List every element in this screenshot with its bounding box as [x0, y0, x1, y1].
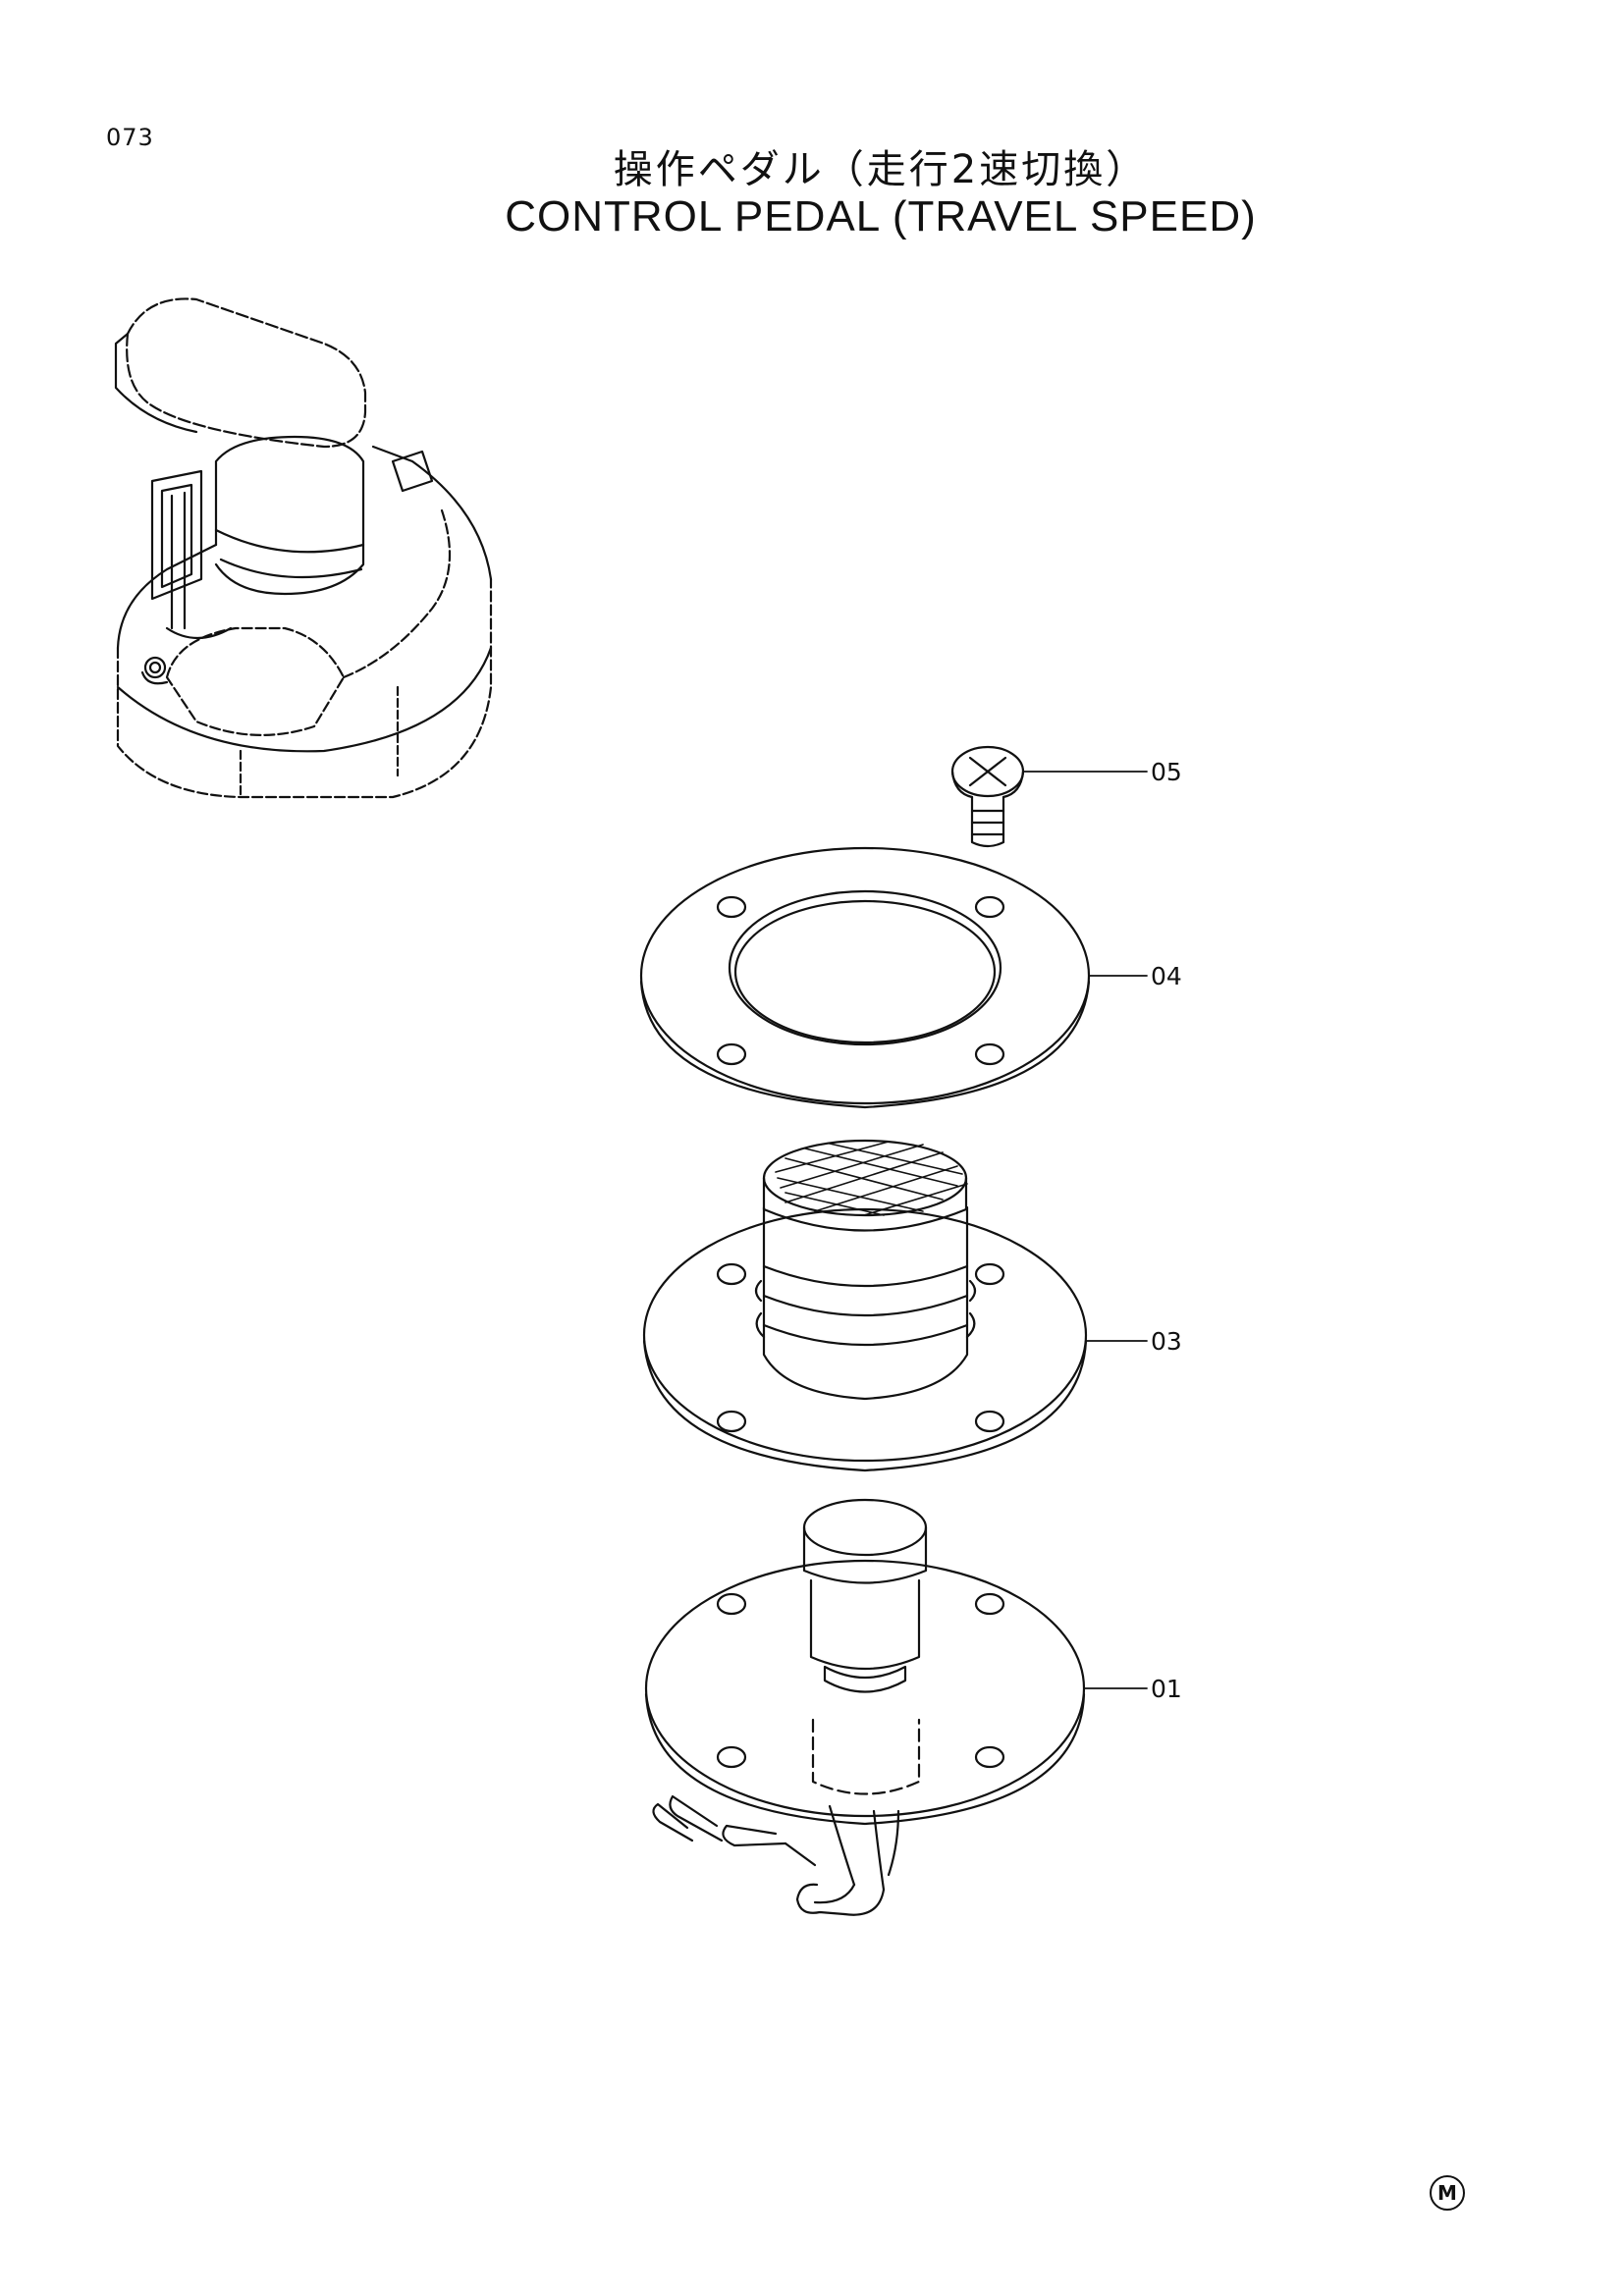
callout-01: 01: [1151, 1675, 1182, 1703]
title-japanese: 操作ペダル（走行2速切換）: [613, 147, 1149, 192]
part-03-boot: [642, 1139, 1088, 1472]
part-05-bolt: [950, 745, 1025, 848]
page-number: 073: [106, 124, 154, 151]
title-english: CONTROL PEDAL (TRAVEL SPEED): [505, 192, 1257, 240]
part-01-switch: [644, 1498, 1086, 1916]
callout-05: 05: [1151, 758, 1182, 786]
circled-m-mark: M: [1430, 2175, 1465, 2211]
part-04-gasket: [639, 846, 1091, 1109]
callout-03: 03: [1151, 1327, 1182, 1356]
callout-04: 04: [1151, 962, 1182, 990]
overview-pedal-illustration: [114, 297, 493, 799]
